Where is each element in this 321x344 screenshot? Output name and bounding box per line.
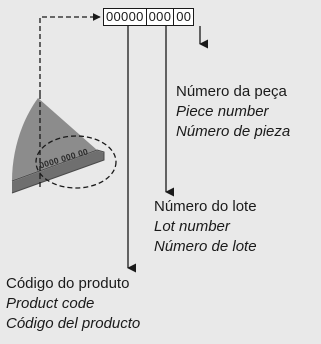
piece-number-label: Número da peça Piece number Número de pi… bbox=[176, 82, 290, 142]
product-code-en: Product code bbox=[6, 295, 95, 312]
code-segment-piece: 00 bbox=[173, 9, 193, 25]
part-front-face bbox=[12, 150, 104, 193]
product-code-pt: Código do produto bbox=[6, 275, 130, 292]
zoom-ellipse bbox=[35, 135, 117, 189]
piece-number-en: Piece number bbox=[176, 103, 269, 120]
lot-number-pt: Número do lote bbox=[154, 198, 257, 215]
code-segment-product: 00000 bbox=[106, 9, 144, 24]
lot-number-en: Lot number bbox=[154, 218, 230, 235]
piece-number-pt: Número da peça bbox=[176, 83, 287, 100]
lot-number-es: Número de lote bbox=[154, 238, 257, 255]
zoom-leader-line-up bbox=[39, 13, 101, 95]
part-illustration bbox=[11, 98, 105, 194]
product-code-label: Código do produto Product code Código de… bbox=[6, 274, 140, 334]
code-box: 00000 000 00 bbox=[103, 8, 195, 26]
code-segment-lot: 000 bbox=[145, 9, 174, 25]
product-code-es: Código del producto bbox=[6, 315, 141, 332]
part-edge-outline bbox=[11, 149, 105, 194]
piece-number-es: Número de pieza bbox=[176, 123, 291, 140]
lot-number-label: Número do lote Lot number Número de lote bbox=[154, 197, 257, 257]
part-top-face bbox=[12, 98, 97, 181]
